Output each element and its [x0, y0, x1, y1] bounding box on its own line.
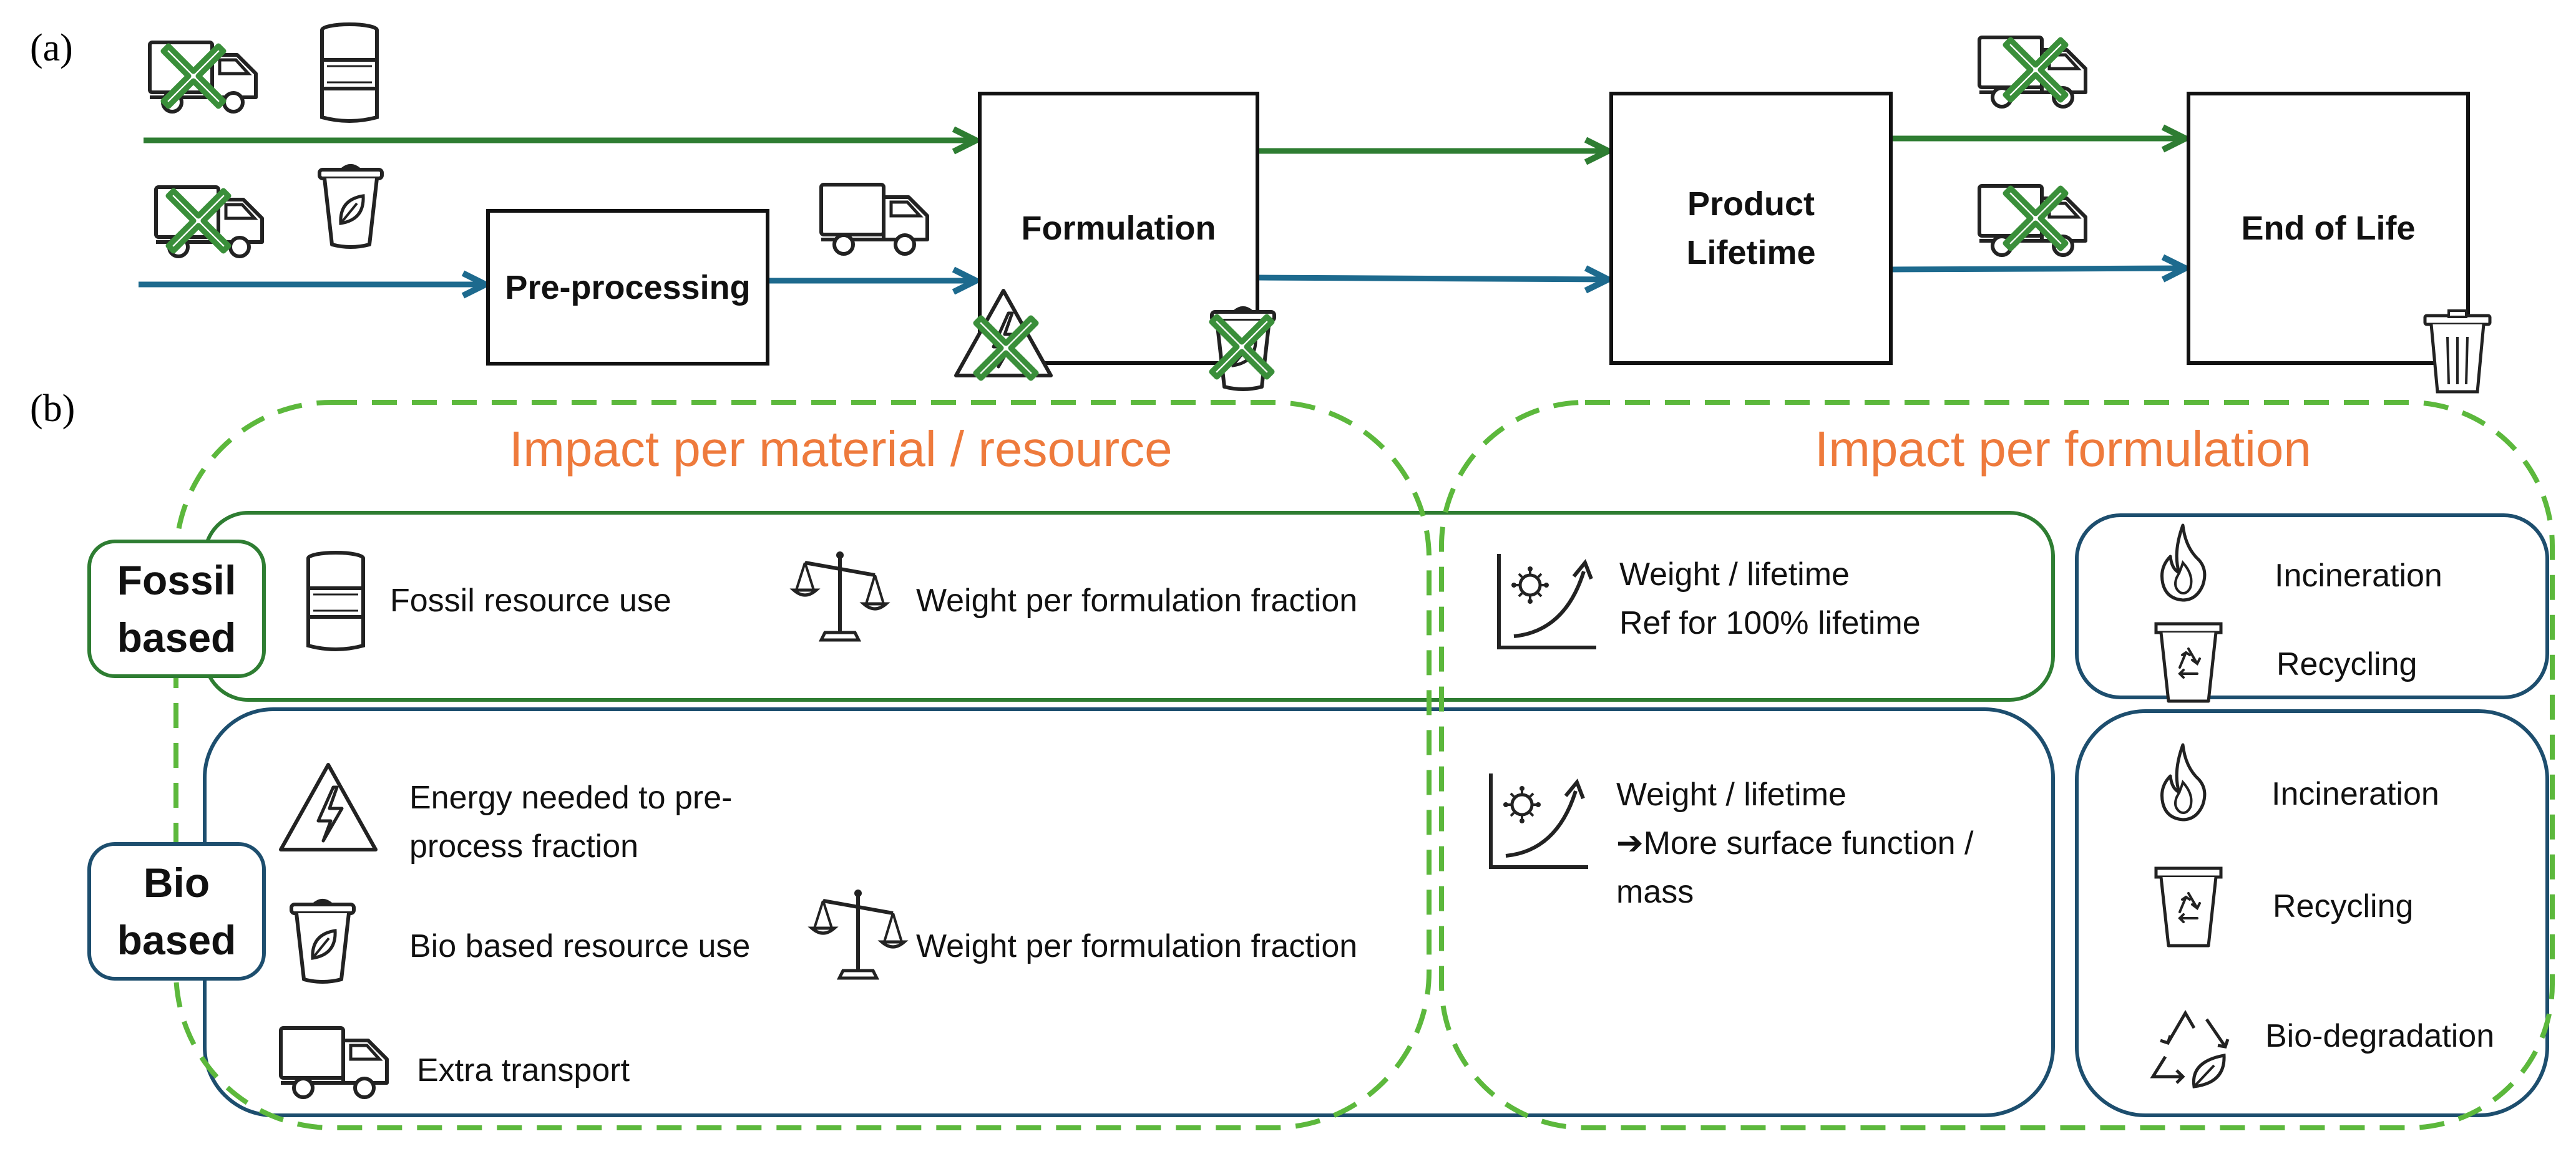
fossil-resource-use: Fossil resource use [390, 583, 671, 619]
bio-eol-recycling: Recycling [2273, 888, 2414, 924]
preprocessing-label: Pre-processing [505, 268, 751, 306]
lifetime-label-line2: Lifetime [1686, 234, 1816, 271]
oil-barrel-icon [308, 553, 363, 649]
bio-label-line2: based [117, 917, 237, 963]
bio-extra-transport: Extra transport [417, 1052, 630, 1089]
recycle-bin-icon [2156, 624, 2221, 701]
flame-icon [2162, 525, 2205, 600]
flow-arrows [139, 138, 2185, 284]
truck-icon [281, 1028, 387, 1097]
eol-stage: End of Life [2188, 94, 2468, 363]
fossil-row-label: Fossil based [87, 540, 266, 678]
preprocessing-box [486, 209, 769, 366]
biodegradation-icon [2153, 1013, 2228, 1087]
bio-arrow-to-lifetime [1258, 278, 1608, 279]
recycle-bin-icon [2156, 868, 2221, 946]
panel-b-frames [173, 400, 2555, 1130]
flame-icon [2162, 745, 2205, 820]
bio-arrow-to-eol [1891, 268, 2185, 269]
eol-fossil-frame [2075, 513, 2549, 699]
balance-scale-icon [812, 890, 904, 978]
bio-weight-fraction: Weight per formulation fraction [916, 928, 1358, 964]
formulation-label: Formulation [1021, 210, 1216, 247]
material-dashed-frame [173, 400, 1432, 1130]
oil-barrel-icon [322, 24, 377, 121]
preprocessing-stage: Pre-processing [488, 211, 768, 364]
lifetime-box [1609, 92, 1893, 365]
fossil-label-line2: based [117, 614, 237, 661]
fossil-weight-fraction: Weight per formulation fraction [916, 583, 1358, 619]
fossil-formulation-line2: Ref for 100% lifetime [1619, 605, 1921, 641]
bio-bin-icon [320, 166, 382, 247]
eol-bio-frame [2075, 709, 2549, 1117]
balance-scale-icon [794, 551, 886, 640]
growth-curve-icon [1499, 554, 1596, 647]
fossil-eol-recycling: Recycling [2276, 646, 2417, 682]
bio-row-label: Bio based [87, 842, 266, 981]
bio-eol-biodegradation: Bio-degradation [2265, 1018, 2495, 1054]
truck-icon [821, 185, 927, 254]
bio-bin-icon [291, 901, 354, 982]
panel-b-label: (b) [30, 387, 76, 430]
panel-a-label: (a) [30, 27, 73, 69]
eol-box [2187, 92, 2470, 365]
material-section-title: Impact per material / resource [509, 421, 1173, 477]
stage-boxes [486, 92, 2470, 366]
bio-energy-line1: Energy needed to pre- [409, 780, 733, 816]
bio-eol-incineration: Incineration [2271, 776, 2439, 812]
lifetime-label-line1: Product [1687, 185, 1815, 223]
eol-label: End of Life [2241, 210, 2416, 247]
lifetime-stage: Product Lifetime [1611, 94, 1891, 363]
bio-formulation-line3: mass [1616, 874, 1694, 910]
fossil-formulation-line1: Weight / lifetime [1619, 556, 1850, 593]
fossil-eol-incineration: Incineration [2275, 558, 2442, 594]
bio-formulation-line2: ➔More surface function / [1616, 825, 1974, 861]
growth-curve-icon [1491, 773, 1588, 867]
formulation-stage: Formulation [980, 94, 1257, 363]
bio-formulation-line1: Weight / lifetime [1616, 777, 1847, 813]
bio-energy-line2: process fraction [409, 828, 639, 865]
fossil-label-line1: Fossil [117, 557, 237, 603]
bio-resource-use: Bio based resource use [409, 928, 751, 964]
formulation-section-title: Impact per formulation [1815, 421, 2311, 477]
formulation-dashed-frame [1439, 400, 2555, 1130]
bio-label-line1: Bio [143, 860, 210, 906]
hazard-triangle-icon [281, 765, 376, 850]
